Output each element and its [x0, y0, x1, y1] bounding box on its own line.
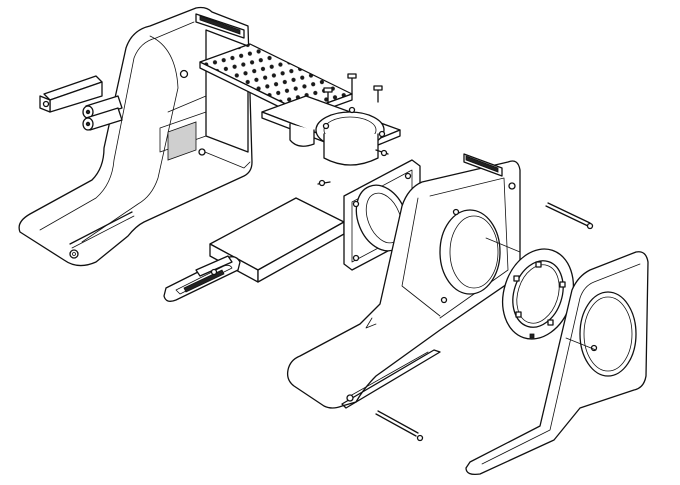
twin-standoffs [82, 95, 123, 131]
fan-ring [502, 248, 574, 340]
long-rods [375, 202, 597, 442]
small-bracket [39, 75, 103, 113]
handle [163, 255, 241, 302]
end-panel [465, 251, 649, 476]
base-plate [209, 197, 345, 283]
fan-mount-plate [261, 95, 401, 166]
upper-housing-side-frame [18, 6, 253, 267]
lower-housing [286, 153, 521, 409]
